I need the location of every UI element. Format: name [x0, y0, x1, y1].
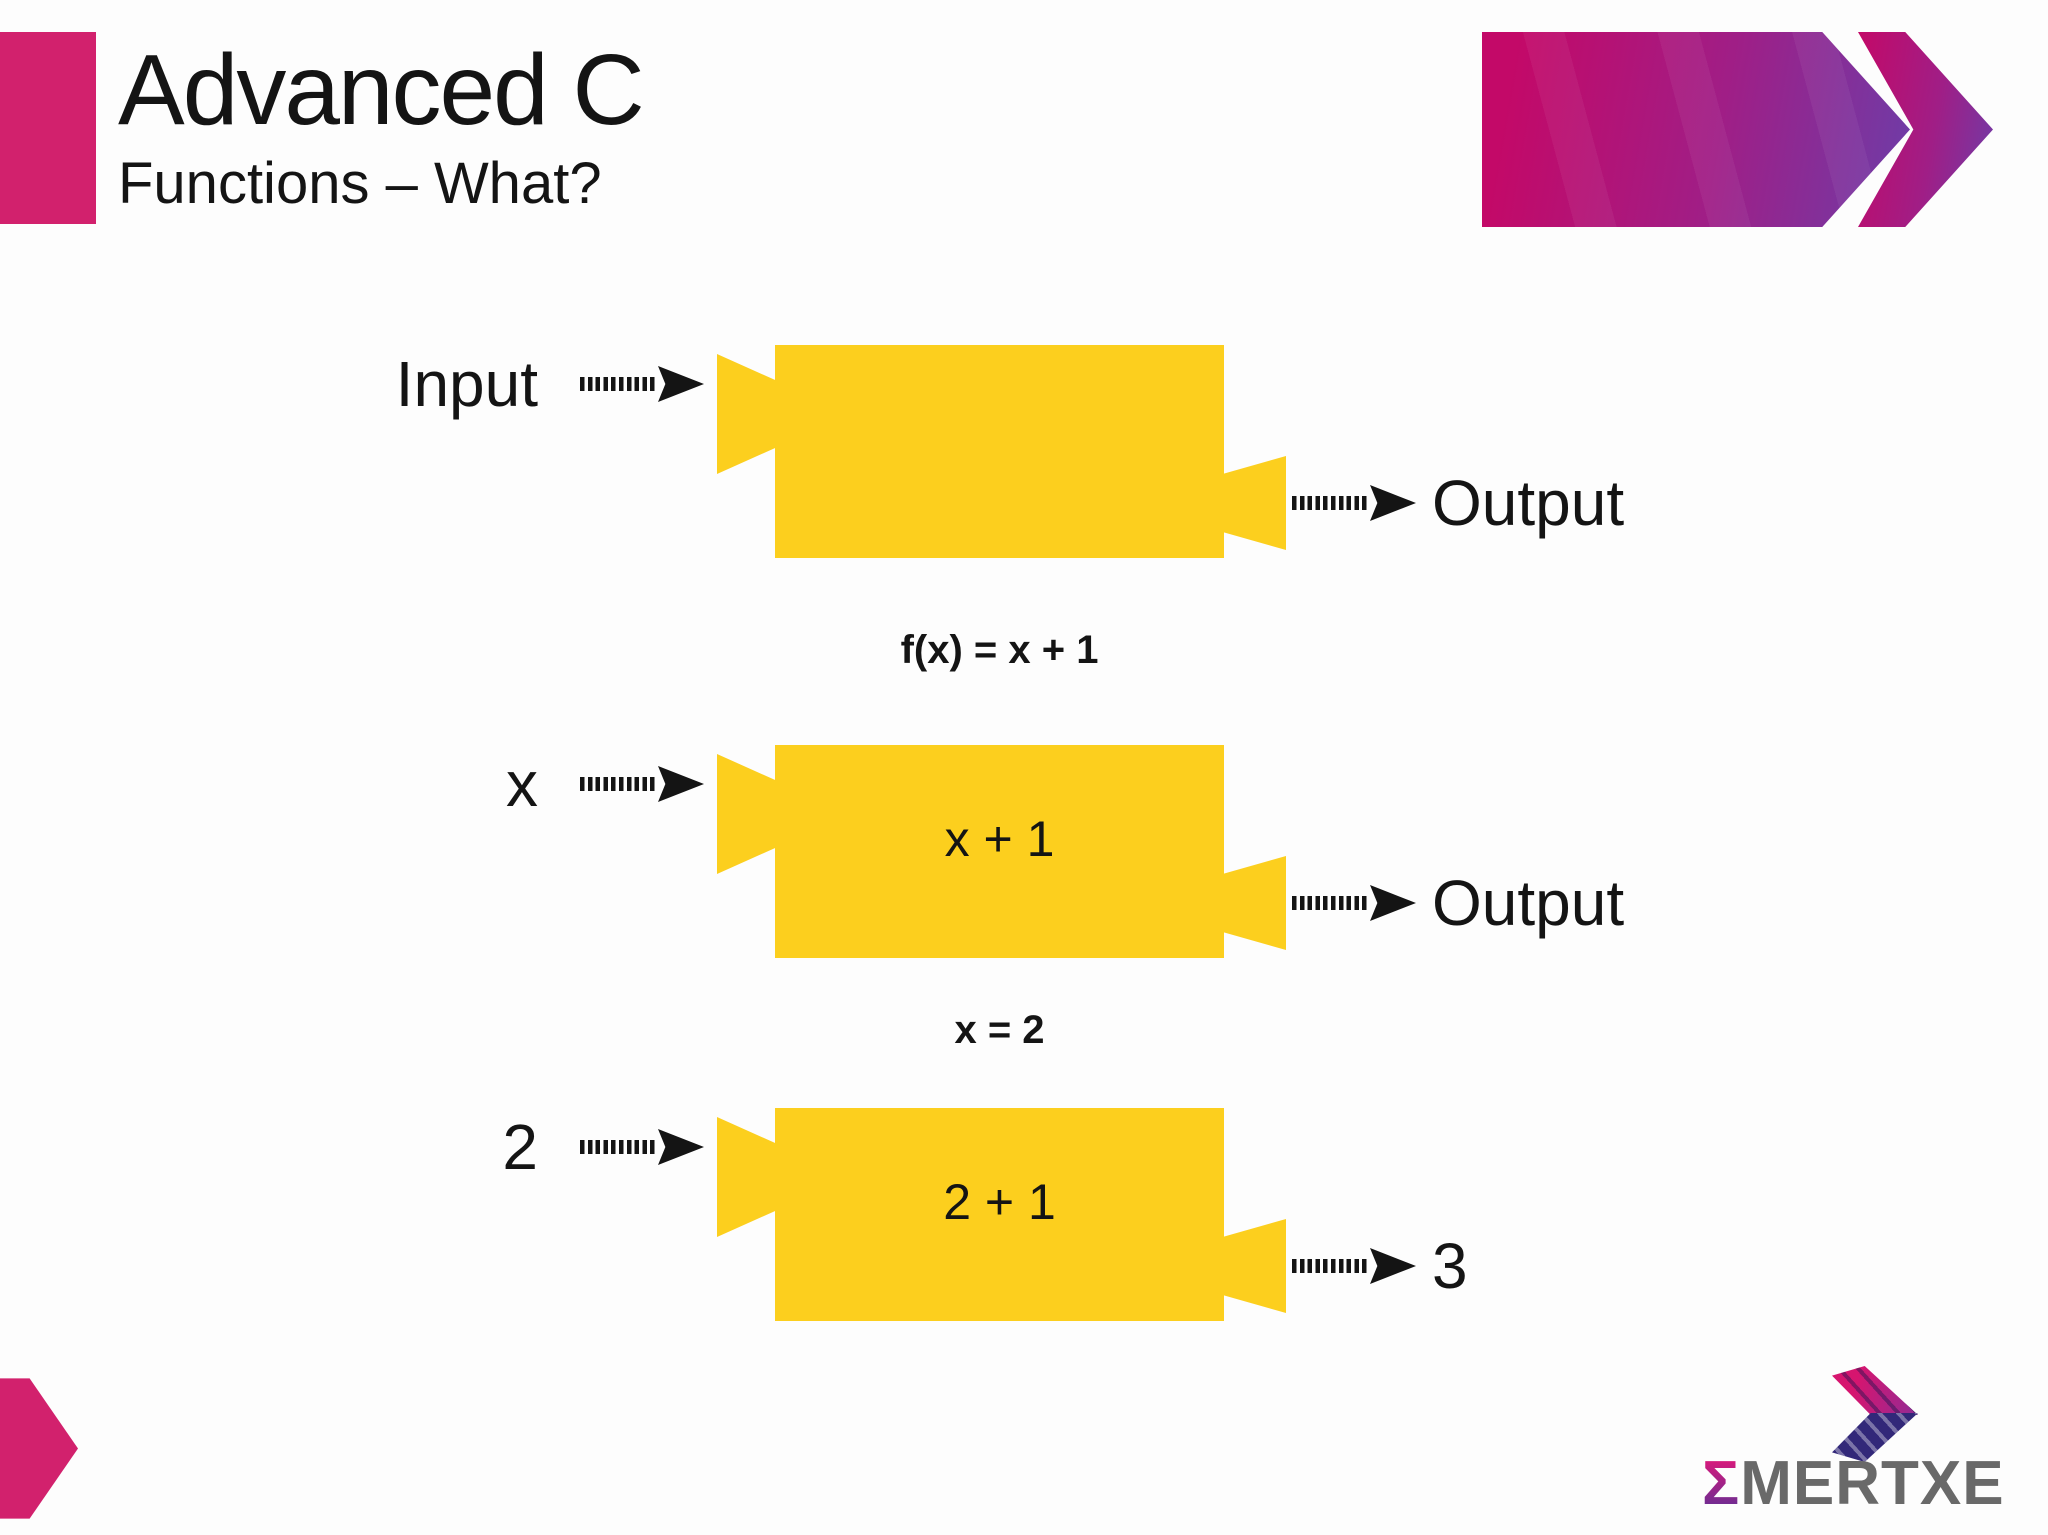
function-box-label: x + 1 [944, 810, 1055, 867]
output-tab [1223, 856, 1286, 950]
emertxe-wordmark: ΣMERTXE [1702, 1453, 2005, 1515]
input-tab [717, 354, 776, 474]
dotted-line [580, 1140, 658, 1154]
dotted-line [1292, 896, 1370, 910]
output-arrow-row1 [1292, 485, 1416, 521]
input-arrow-row3 [580, 1129, 704, 1165]
function-box-label: 2 + 1 [943, 1173, 1056, 1230]
emertxe-chevron-icon [1832, 1366, 1918, 1462]
emertxe-logo: ΣMERTXE [1700, 1360, 2030, 1520]
input-label-row2: x [506, 748, 538, 820]
formula-fx: f(x) = x + 1 [900, 628, 1099, 672]
output-arrow-row2 [1292, 885, 1416, 921]
input-arrow-row2 [580, 766, 704, 802]
sigma-glyph: Σ [1702, 1449, 1741, 1518]
formula-x2: x = 2 [954, 1008, 1045, 1052]
output-tab [1223, 1219, 1286, 1313]
function-box-row3: 2 + 1 [717, 1108, 1286, 1321]
brand-name: MERTXE [1740, 1449, 2005, 1518]
slide-title: Advanced C [118, 34, 645, 146]
input-arrow-row1 [580, 366, 704, 402]
output-label-row3: 3 [1432, 1230, 1468, 1302]
arrowhead-icon [658, 766, 704, 802]
arrowhead-icon [1370, 1248, 1416, 1284]
arrowhead-icon [658, 1129, 704, 1165]
dotted-line [580, 377, 658, 391]
dotted-line [1292, 1259, 1370, 1273]
function-box-row2: x + 1 [717, 745, 1286, 958]
function-box-row1 [717, 345, 1286, 558]
output-label-row2: Output [1432, 867, 1625, 939]
dotted-line [1292, 496, 1370, 510]
output-arrow-row3 [1292, 1248, 1416, 1284]
banner-arrow-graphic [1482, 32, 1910, 227]
arrowhead-icon [658, 366, 704, 402]
input-label-row1: Input [395, 348, 538, 420]
dotted-line [580, 777, 658, 791]
output-tab [1223, 456, 1286, 550]
arrowhead-icon [1370, 885, 1416, 921]
input-label-row3: 2 [502, 1111, 538, 1183]
output-label-row1: Output [1432, 467, 1625, 539]
input-tab [717, 1117, 776, 1237]
pink-corner-arrow [0, 1378, 78, 1519]
pink-corner-block [0, 32, 96, 224]
arrowhead-icon [1370, 485, 1416, 521]
input-tab [717, 754, 776, 874]
slide-subtitle: Functions – What? [118, 151, 602, 216]
